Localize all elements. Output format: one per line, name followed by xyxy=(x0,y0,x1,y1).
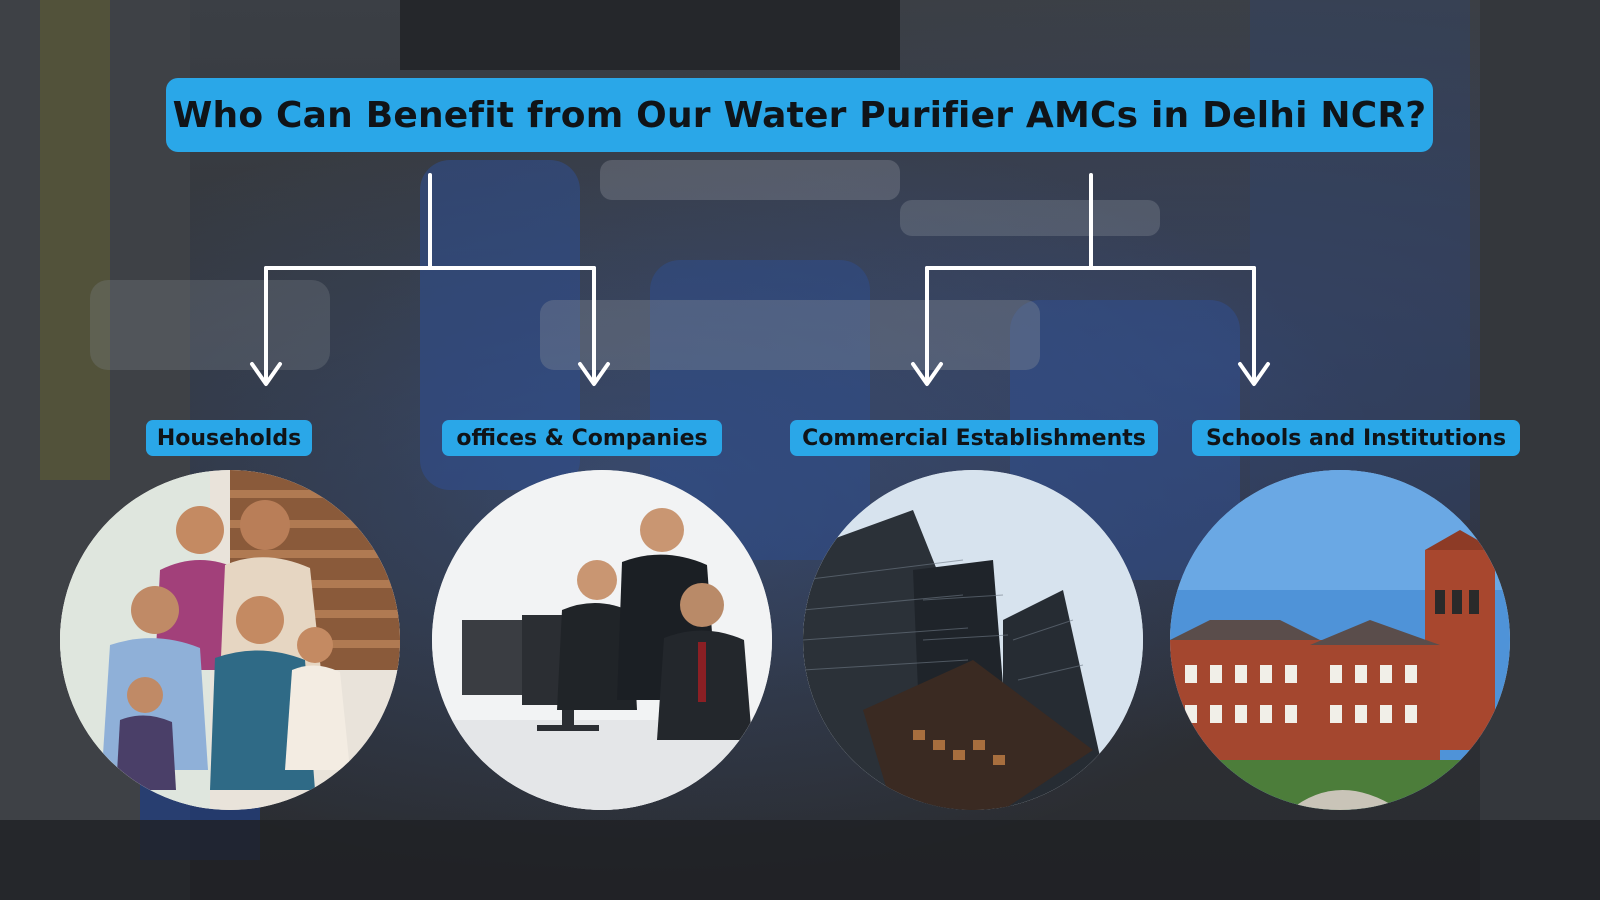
label-schools-institutions: Schools and Institutions xyxy=(1192,420,1520,456)
skyscrapers-photo xyxy=(803,470,1143,810)
family-photo xyxy=(60,470,400,810)
label-offices-companies: offices & Companies xyxy=(442,420,722,456)
label-commercial-establishments: Commercial Establishments xyxy=(790,420,1158,456)
page-title: Who Can Benefit from Our Water Purifier … xyxy=(166,78,1433,152)
school-building-photo xyxy=(1170,470,1510,810)
office-meeting-photo xyxy=(432,470,772,810)
label-households: Households xyxy=(146,420,312,456)
